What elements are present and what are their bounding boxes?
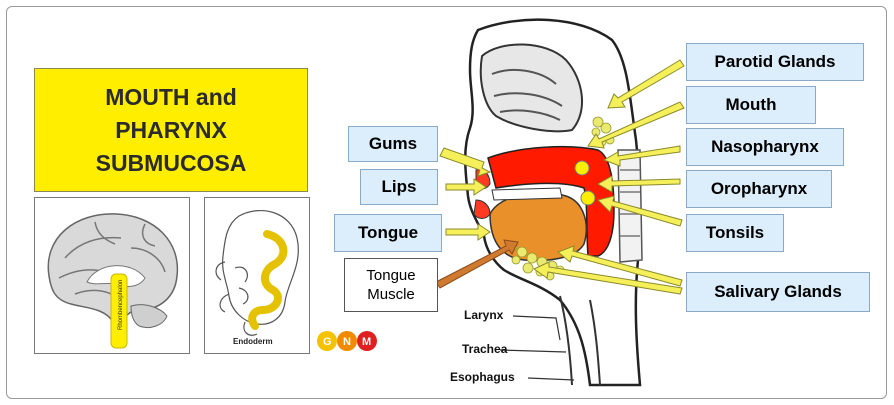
label-salivary-glands: Salivary Glands	[686, 272, 870, 312]
label-lips: Lips	[360, 169, 438, 205]
label-mouth: Mouth	[686, 86, 816, 124]
label-esophagus: Esophagus	[450, 370, 515, 384]
label-parotid-glands: Parotid Glands	[686, 43, 864, 81]
label-larynx: Larynx	[464, 308, 503, 322]
label-tongue-muscle-line-2: Muscle	[367, 285, 415, 304]
label-tongue-muscle-line-1: Tongue	[366, 266, 415, 285]
label-gums: Gums	[348, 126, 438, 162]
label-nasopharynx: Nasopharynx	[686, 128, 844, 166]
label-tongue-muscle: Tongue Muscle	[344, 258, 438, 312]
label-trachea: Trachea	[462, 342, 507, 356]
label-tongue: Tongue	[334, 214, 442, 252]
label-tonsils: Tonsils	[686, 214, 784, 252]
label-oropharynx: Oropharynx	[686, 170, 832, 208]
